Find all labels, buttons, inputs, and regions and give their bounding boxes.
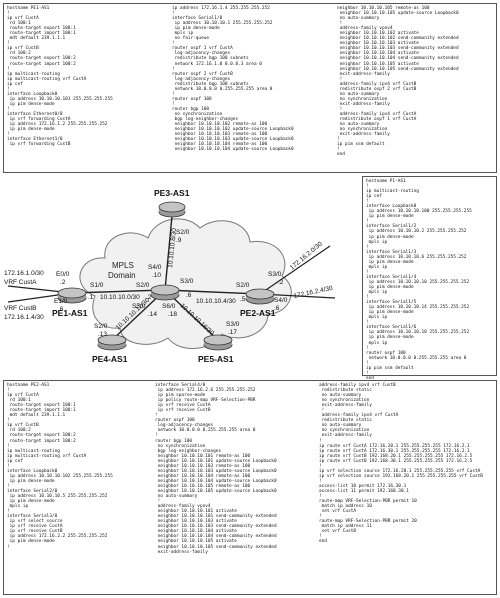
pe1-s1-label: S1/0 [90, 282, 104, 289]
link-p1-pe2 [164, 289, 261, 295]
custa-vrf-label: VRF CustA [4, 279, 37, 286]
pe3-p1-network: 10.10.10.8/30 [167, 228, 178, 269]
link-pe1-p1 [71, 289, 166, 294]
pe3-s2-host: .9 [176, 237, 182, 244]
p1-s3-label: S3/0 [180, 278, 194, 285]
p1-s5-host: .14 [148, 311, 157, 318]
pe1-e1-host: .6 [58, 306, 64, 313]
link-pe2-net-a [259, 245, 331, 295]
router-label-pe5: PE5-AS1 [198, 354, 234, 364]
topology-diagram: MPLS Domain PE3-AS1 PE1-AS1 PE2-AS1 PE4-… [4, 188, 336, 364]
p1-s6-host: .18 [168, 311, 177, 318]
router-pe3: PE3-AS1 [154, 188, 190, 218]
pe2-s3-label: S3/0 [268, 271, 282, 278]
p1-s6-label: S6/0 [162, 303, 176, 310]
router-pe4: PE4-AS1 [92, 334, 128, 364]
pe2-s3-host: .2 [278, 279, 284, 286]
p1-pe2-network: 10.10.10.4/30 [196, 298, 236, 305]
p1-config-text: hostname P1-AS1 ! ip multicast-routing i… [366, 179, 472, 381]
router-label-pe4: PE4-AS1 [92, 354, 128, 364]
pe1-e1-label: E1/0 [54, 298, 68, 305]
pe1-p1-network: 10.10.10.0/30 [100, 294, 140, 301]
pe1-config-column-3: neighbor 10.10.10.105 remote-as 100 neig… [337, 6, 459, 158]
custa-network-label: 172.16.1.0/30 [4, 270, 44, 277]
pe3-s2-label: S2/0 [176, 229, 190, 236]
router-label-pe3: PE3-AS1 [154, 188, 190, 198]
pe2-config-column-2: interface Serial4/0 ip address 172.16.2.… [155, 383, 277, 555]
pe1-e0-label: E0/0 [56, 271, 70, 278]
pe2-s4-label: S4/0 [274, 297, 288, 304]
pe1-e0-host: .2 [60, 279, 66, 286]
pe2-config-column-3: address-family ipv4 vrf CustB redistribu… [319, 383, 483, 545]
p1-s3-host: .6 [186, 292, 192, 299]
pe1-s1-host: .1 [88, 294, 94, 301]
pe2-config-column-1: hostname PE2-AS1 ! ip vrf CustA rd 100:1… [7, 383, 113, 550]
p1-s4-host: .10 [152, 272, 161, 279]
custb-vrf-label: VRF CustB [4, 305, 37, 312]
router-pe2: PE2-AS1 [240, 288, 276, 318]
link-p1-pe3 [164, 215, 173, 291]
p1-s2-label: S2/0 [136, 282, 150, 289]
pe2-config-panel: hostname PE2-AS1 ! ip vrf CustA rd 100:1… [3, 380, 497, 595]
pe2-s4-host: .6 [274, 305, 280, 312]
pe4-s2-label: S2/0 [94, 323, 108, 330]
pe1-config-panel: hostname PE1-AS1 ! ip vrf CustA rd 100:1… [3, 3, 497, 173]
router-pe5: PE5-AS1 [198, 334, 234, 364]
router-label-pe2: PE2-AS1 [240, 308, 276, 318]
mpls-cloud [79, 218, 292, 350]
p1-s5-label: S5/0 [132, 303, 146, 310]
pe5-s3-label: S3/0 [226, 321, 240, 328]
p1-config-panel: hostname P1-AS1 ! ip multicast-routing i… [362, 176, 497, 381]
cloud-label-line2: Domain [108, 271, 136, 280]
pe5-s3-host: .17 [228, 329, 237, 336]
router-p1 [150, 284, 180, 301]
pe2-s2-label: S2/0 [236, 282, 250, 289]
p1-s4-label: S4/0 [148, 264, 162, 271]
pe4-s2-host: .13 [98, 331, 107, 338]
pe1-config-column-2: ip address 172.16.1.4 255.255.255.252 ! … [172, 6, 294, 153]
pe2-network-a: 172.16.2.0/30 [289, 240, 324, 271]
pe1-config-column-1: hostname PE1-AS1 ! ip vrf CustA rd 100:1… [7, 6, 113, 148]
router-pe1: PE1-AS1 [52, 287, 88, 318]
custb-network-label: 172.16.1.4/30 [4, 314, 44, 321]
pe2-s2-host: .5 [240, 296, 246, 303]
p1-s2-host: .2 [146, 294, 152, 301]
router-label-pe1: PE1-AS1 [52, 308, 88, 318]
cloud-label-line1: MPLS [112, 261, 134, 270]
